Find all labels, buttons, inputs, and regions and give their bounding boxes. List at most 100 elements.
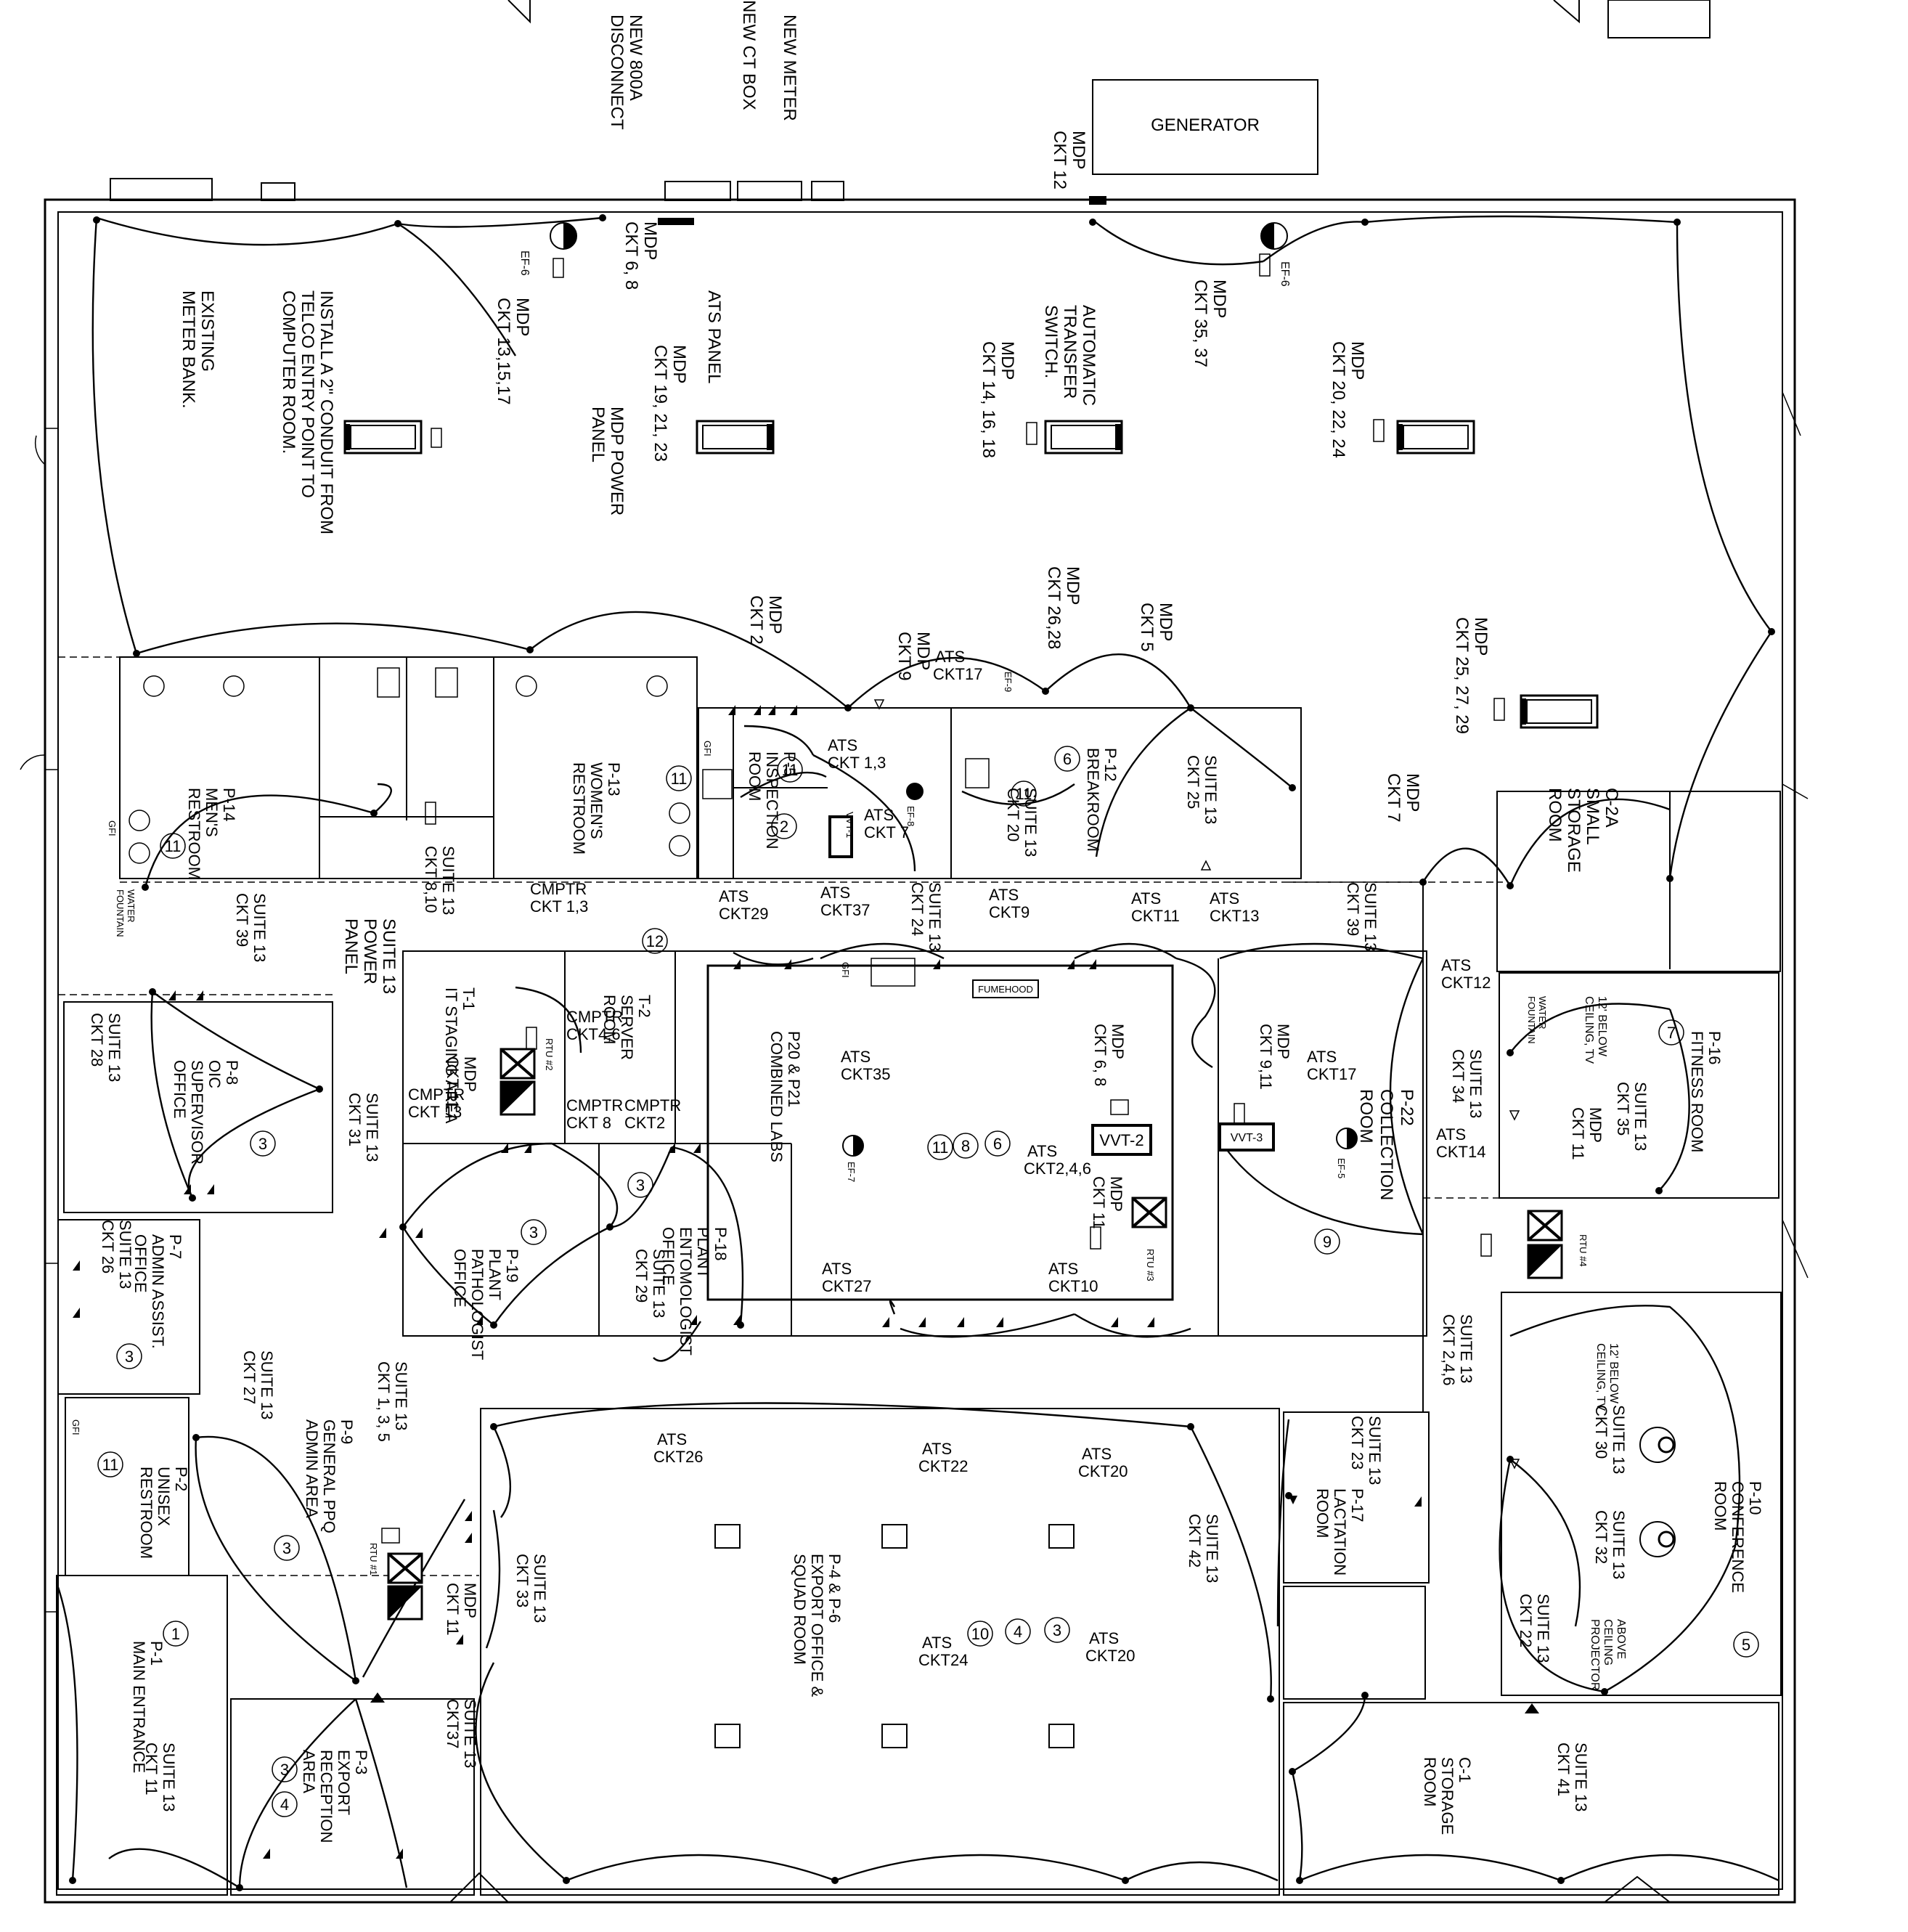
svg-text:CKT 8: CKT 8 — [566, 1114, 611, 1132]
svg-text:SUITE 13: SUITE 13 — [1610, 1405, 1628, 1474]
svg-text:CKT 28: CKT 28 — [88, 1013, 106, 1067]
ckt-ats-26: ATS — [657, 1430, 687, 1448]
interior-walls — [56, 656, 1782, 1896]
fixture-tag-6: 11 — [1016, 785, 1032, 803]
ckt-ats-11: ATS — [1131, 889, 1161, 908]
svg-text:CKT12: CKT12 — [1441, 974, 1491, 992]
svg-text:MDP: MDP — [1069, 131, 1088, 169]
svg-text:MDP: MDP — [1210, 280, 1229, 318]
svg-text:SUITE 13: SUITE 13 — [1534, 1594, 1552, 1663]
svg-text:P-10: P-10 — [1746, 1481, 1764, 1515]
ef8-label: EF-8 — [905, 806, 916, 826]
svg-text:MDP: MDP — [461, 1583, 479, 1618]
svg-text:CKT 19, 21, 23: CKT 19, 21, 23 — [651, 345, 670, 462]
ckt-cmptr-2: CMPTR — [624, 1096, 681, 1114]
svg-text:SUITE 13: SUITE 13 — [1572, 1743, 1590, 1811]
water-fountain-2a: WATER — [1537, 996, 1548, 1030]
ckt-cmptr-13: CMPTR — [408, 1085, 465, 1104]
svg-text:CKT 5: CKT 5 — [1137, 603, 1157, 652]
fixture-tag-21: 4 — [280, 1796, 289, 1814]
ckt-ats-24: ATS — [922, 1634, 952, 1652]
svg-text:P-9: P-9 — [338, 1419, 356, 1444]
svg-text:SUITE 13: SUITE 13 — [531, 1554, 549, 1623]
fixture-tag-12: 8 — [961, 1137, 970, 1155]
svg-text:CKT4,6: CKT4,6 — [566, 1025, 621, 1043]
svg-text:C-1: C-1 — [1456, 1757, 1474, 1782]
ckt-ats-20-a: ATS — [1082, 1445, 1112, 1463]
conduit-note-3: COMPUTER ROOM. — [279, 290, 298, 454]
tv-note-1a: 12' BELOW — [1596, 996, 1608, 1057]
svg-text:CKT 11: CKT 11 — [444, 1583, 462, 1636]
svg-text:CKT 27: CKT 27 — [240, 1350, 258, 1404]
rtu3-label: RTU #3 — [1145, 1249, 1156, 1281]
svg-text:CKT 25, 27, 29: CKT 25, 27, 29 — [1452, 617, 1472, 734]
svg-text:LACTATION: LACTATION — [1331, 1488, 1349, 1576]
svg-text:CKT 41: CKT 41 — [1554, 1743, 1573, 1796]
svg-text:SQUAD ROOM: SQUAD ROOM — [791, 1554, 809, 1665]
svg-text:RESTROOM: RESTROOM — [137, 1467, 155, 1559]
ef7-label: EF-7 — [846, 1162, 857, 1182]
svg-text:MDP: MDP — [1107, 1176, 1125, 1212]
ckt-ats-17: ATS — [935, 648, 965, 666]
svg-text:SUITE 13: SUITE 13 — [1022, 788, 1040, 857]
svg-text:ROOM: ROOM — [1356, 1089, 1376, 1144]
svg-text:CKT 2: CKT 2 — [746, 595, 766, 645]
svg-text:ROOM: ROOM — [746, 751, 764, 801]
svg-text:CKT20: CKT20 — [1078, 1462, 1128, 1480]
rtu1-label: RTU #1 — [368, 1543, 379, 1576]
svg-text:MDP: MDP — [1274, 1024, 1292, 1059]
svg-text:SMALL: SMALL — [1583, 788, 1602, 845]
svg-text:ROOM: ROOM — [1421, 1757, 1439, 1806]
svg-text:CKT 6, 8: CKT 6, 8 — [621, 221, 641, 290]
water-fountain-1b: FOUNTAIN — [115, 889, 126, 937]
ckt-ats-14: ATS — [1436, 1125, 1466, 1144]
svg-text:CKT35: CKT35 — [841, 1065, 890, 1083]
svg-text:P-16: P-16 — [1705, 1031, 1724, 1064]
svg-text:CKT 31: CKT 31 — [346, 1093, 364, 1146]
mdp-power-panel-2: PANEL — [588, 407, 608, 462]
vvt-3-label: VVT-3 — [1231, 1132, 1263, 1144]
svg-text:SUITE 13: SUITE 13 — [439, 846, 457, 915]
projector-symbols — [1639, 1427, 1676, 1557]
new-ct-box-label: NEW CT BOX — [739, 0, 759, 110]
svg-text:ROOM: ROOM — [600, 995, 619, 1044]
svg-text:CKT 9,11: CKT 9,11 — [1257, 1024, 1275, 1090]
fixture-tag-11: 11 — [932, 1138, 949, 1157]
svg-text:CKT 22: CKT 22 — [1517, 1594, 1535, 1647]
rtu4-label: RTU #4 — [1578, 1234, 1589, 1267]
svg-text:C-2A: C-2A — [1602, 788, 1621, 828]
equipment-labels: NEW 800A DISCONNECT NEW CT BOX NEW METER… — [70, 0, 1627, 1690]
svg-text:P-1: P-1 — [147, 1641, 166, 1666]
fixture-tag-7: 12 — [646, 932, 664, 950]
ckt-ats-12: ATS — [1441, 956, 1471, 974]
svg-text:T-2: T-2 — [635, 995, 653, 1018]
svg-text:T-1: T-1 — [460, 987, 478, 1011]
svg-text:FITNESS ROOM: FITNESS ROOM — [1688, 1031, 1706, 1152]
svg-text:CKT10: CKT10 — [1048, 1277, 1098, 1295]
svg-text:P-18: P-18 — [712, 1227, 730, 1260]
svg-text:P-8: P-8 — [223, 1060, 241, 1085]
svg-text:CKT 23: CKT 23 — [1348, 1416, 1366, 1470]
svg-text:MEN'S: MEN'S — [203, 788, 221, 837]
svg-text:MDP: MDP — [1586, 1107, 1605, 1143]
svg-text:MDP: MDP — [765, 595, 785, 634]
rtu2-label: RTU #2 — [544, 1038, 555, 1071]
projector-note-1: ABOVE — [1615, 1619, 1627, 1659]
svg-text:CKT 9: CKT 9 — [894, 632, 914, 681]
svg-text:MDP: MDP — [461, 1056, 479, 1092]
ef9-label: EF-9 — [1003, 672, 1014, 692]
